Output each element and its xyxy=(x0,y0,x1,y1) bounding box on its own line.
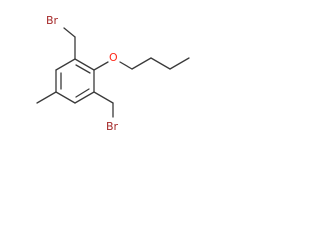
bond-ring-methyl xyxy=(36,91,57,104)
atom-label-oxygen: O xyxy=(109,51,118,64)
ring-bond-c1-c2 xyxy=(74,58,95,71)
ring-double-bond-inner-3 xyxy=(75,88,90,98)
bond-oxygen-chain xyxy=(119,61,133,70)
substituent-bonds xyxy=(36,27,190,118)
ring-bond-c4-c5 xyxy=(55,91,76,104)
oxygen-text: O xyxy=(109,51,118,64)
br-bottom-text: Br xyxy=(106,120,119,133)
bond-chain-1 xyxy=(131,57,152,70)
atom-label-br-top: Br xyxy=(46,14,59,27)
bond-chain-2 xyxy=(150,57,171,70)
bond-chain-3 xyxy=(169,57,190,70)
chemical-structure-diagram: Br O Br xyxy=(36,14,190,133)
bond-ring-ch2-bottom xyxy=(93,91,114,104)
ring-bond-c5-c6 xyxy=(74,91,95,104)
br-top-text: Br xyxy=(46,14,59,27)
bond-ring-oxygen xyxy=(93,61,109,71)
ring-double-bond-inner-1 xyxy=(75,64,91,74)
benzene-ring xyxy=(55,58,95,104)
ring-bond-c2-c3 xyxy=(55,58,76,71)
bond-ch2-br-top xyxy=(63,27,76,38)
atom-label-br-bottom: Br xyxy=(106,120,119,133)
